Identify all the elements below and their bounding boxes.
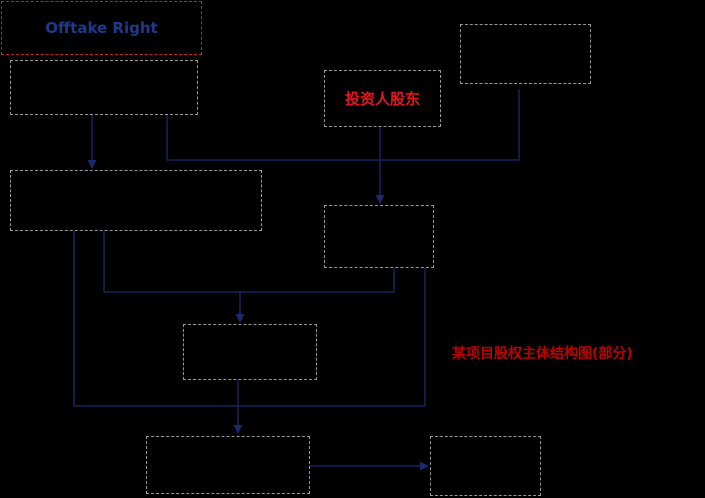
bottom-right-entity-box: [430, 436, 541, 496]
bottom-left-entity-box: [146, 436, 310, 494]
top-right-entity-box: [460, 24, 591, 84]
top-left-entity-box: [10, 60, 198, 115]
investor-shareholder-box: 投资人股东: [324, 70, 441, 127]
middle-right-entity-box: [324, 205, 434, 268]
connector-outer-loop: [73, 231, 426, 407]
center-entity-box: [183, 324, 317, 380]
offtake-right-label: Offtake Right: [45, 19, 158, 37]
offtake-right-box: Offtake Right: [1, 1, 202, 55]
diagram-caption: 某项目股权主体结构图(部分): [452, 346, 633, 362]
connector-left-top-to-right-top: [166, 89, 520, 161]
investor-shareholder-label: 投资人股东: [344, 90, 420, 108]
middle-left-entity-box: [10, 170, 262, 231]
connector-mid-left-to-center: [103, 231, 395, 293]
